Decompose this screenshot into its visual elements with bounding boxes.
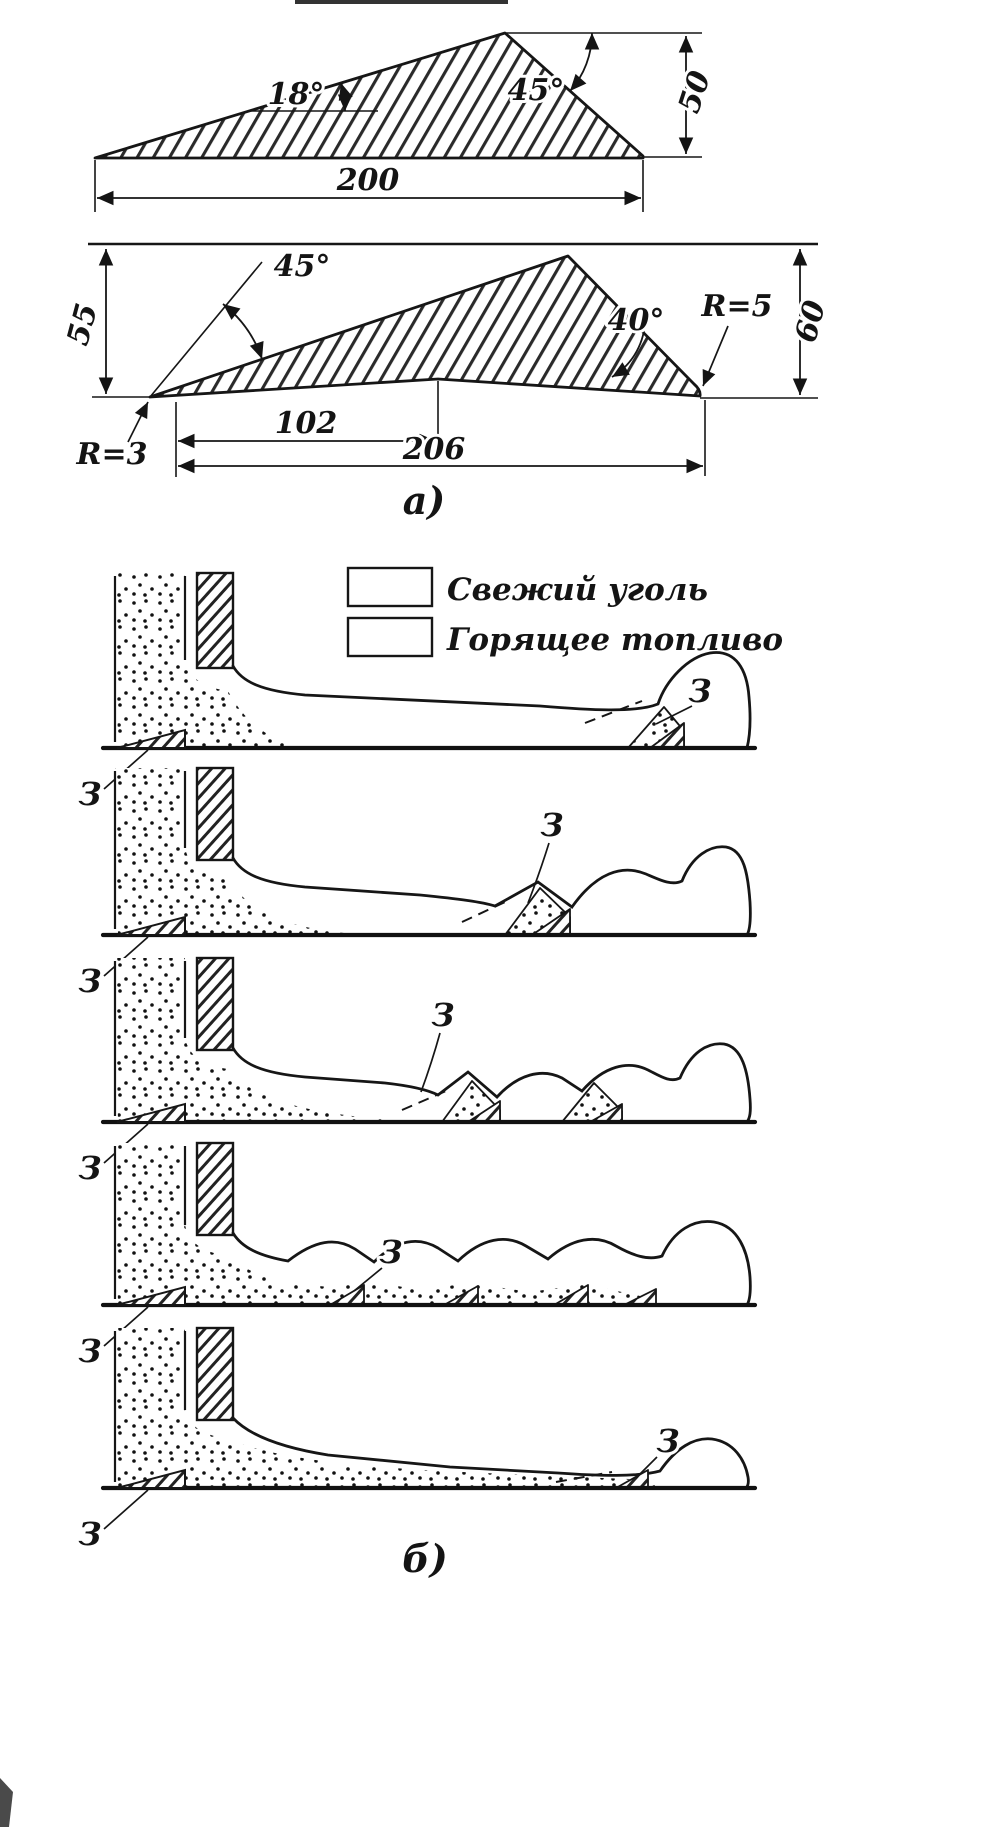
radius-5-leader bbox=[702, 325, 729, 387]
fuel-bed-outline-3 bbox=[231, 1042, 752, 1124]
zone-label-right-4: З bbox=[379, 1233, 402, 1271]
zone-leader-right-4 bbox=[353, 1267, 383, 1292]
legend-swatch-fresh-coal bbox=[346, 566, 434, 608]
coal-column-fill-2 bbox=[115, 768, 368, 935]
part-a-top-profile-drawing: 18° 45° 50 200 bbox=[93, 31, 721, 212]
scan-smudge bbox=[0, 1778, 13, 1827]
zone-leader-right-1 bbox=[655, 705, 693, 725]
zone-leader-right-2 bbox=[527, 842, 550, 904]
angle-45-label-top: 45° bbox=[508, 73, 565, 108]
zone-leader-right-5 bbox=[635, 1456, 658, 1479]
fuel-bed-outline-5 bbox=[231, 1416, 750, 1490]
radius-3-leader bbox=[127, 401, 149, 443]
angle-18-arc bbox=[337, 82, 353, 112]
dim-55-label: 55 bbox=[61, 300, 106, 349]
angle-45-arc-bottom bbox=[222, 303, 264, 360]
part-b-caption: б) bbox=[402, 1536, 447, 1581]
wedge-profile-top bbox=[93, 31, 645, 160]
coal-column-fill-1 bbox=[115, 573, 308, 748]
furnace-arch-block-2 bbox=[195, 766, 235, 862]
zone-label-right-5: З bbox=[656, 1422, 679, 1460]
dim-60-label: 60 bbox=[789, 297, 834, 347]
dim-200-label: 200 bbox=[336, 163, 400, 198]
furnace-stage-2: З З bbox=[75, 766, 758, 1003]
radius-3-label: R=3 bbox=[76, 437, 148, 472]
zone-leader-right-3 bbox=[420, 1032, 441, 1093]
slag-dashed-line-2 bbox=[461, 901, 506, 923]
dim-102-label: 102 bbox=[275, 406, 338, 441]
zone-label-left-2: З bbox=[78, 962, 101, 1000]
furnace-arch-block-1 bbox=[195, 571, 235, 670]
furnace-stage-1: З З bbox=[75, 571, 758, 816]
slag-wedge-left-1 bbox=[116, 728, 186, 749]
zone-label-left-1: З bbox=[78, 775, 101, 813]
zone-leader-left-4 bbox=[103, 1306, 149, 1347]
part-b-legend: Свежий уголь Горящее топливо bbox=[346, 566, 786, 661]
radius-5-label: R=5 bbox=[701, 289, 773, 324]
fuel-bed-outline-1 bbox=[231, 651, 752, 750]
zone-leader-left-5 bbox=[103, 1489, 149, 1530]
angle-45-arc-top bbox=[569, 32, 600, 92]
angle-40-arc bbox=[611, 316, 646, 378]
angle-18-label: 18° bbox=[268, 77, 325, 112]
fuel-bed-outline-4 bbox=[231, 1220, 752, 1307]
angle-40-label: 40° bbox=[608, 303, 665, 338]
slag-dashed-line-3 bbox=[401, 1090, 447, 1111]
slag-dashed-line-5 bbox=[555, 1471, 613, 1483]
part-a-bottom-profile-drawing: 45° 40° R=5 R=3 55 60 102 206 а) bbox=[58, 242, 836, 526]
scan-crop-line bbox=[295, 0, 508, 4]
legend-swatch-burning-fuel bbox=[346, 616, 434, 658]
wedge-profile-bottom bbox=[148, 254, 702, 399]
slag-dashed-line-1 bbox=[584, 700, 643, 724]
coal-column-fill-4 bbox=[115, 1143, 660, 1305]
slag-wedge-left-5 bbox=[116, 1468, 186, 1489]
zone-label-left-5: З bbox=[78, 1515, 101, 1553]
legend-label-fresh-coal: Свежий уголь bbox=[447, 572, 708, 608]
part-a-caption: а) bbox=[403, 478, 446, 523]
furnace-arch-block-5 bbox=[195, 1326, 235, 1422]
slag-wedge-left-4 bbox=[116, 1285, 186, 1306]
coal-column-fill-3 bbox=[115, 958, 428, 1122]
zone-label-right-3: З bbox=[431, 996, 454, 1034]
furnace-stage-3: З З bbox=[75, 956, 758, 1190]
angle-45-ray bbox=[149, 261, 263, 398]
zone-label-right-2: З bbox=[540, 806, 563, 844]
zone-leader-left-2 bbox=[103, 936, 149, 977]
slag-wedge-left-2 bbox=[116, 915, 186, 936]
angle-45-label-bottom: 45° bbox=[274, 249, 331, 284]
zone-label-right-1: З bbox=[688, 672, 711, 710]
coal-column-fill-5 bbox=[115, 1328, 655, 1488]
dim-206-label: 206 bbox=[402, 432, 466, 467]
dim-50-label: 50 bbox=[672, 67, 718, 118]
slag-wedge-left-3 bbox=[116, 1102, 186, 1123]
furnace-stage-5: З З bbox=[75, 1326, 758, 1556]
zone-label-left-3: З bbox=[78, 1149, 101, 1187]
fuel-bed-outline-2 bbox=[231, 845, 752, 937]
furnace-arch-block-4 bbox=[195, 1141, 235, 1237]
furnace-stage-4: З З bbox=[75, 1141, 758, 1373]
zone-label-left-4: З bbox=[78, 1332, 101, 1370]
legend-label-burning-fuel: Горящее топливо bbox=[446, 622, 783, 658]
furnace-arch-block-3 bbox=[195, 956, 235, 1052]
